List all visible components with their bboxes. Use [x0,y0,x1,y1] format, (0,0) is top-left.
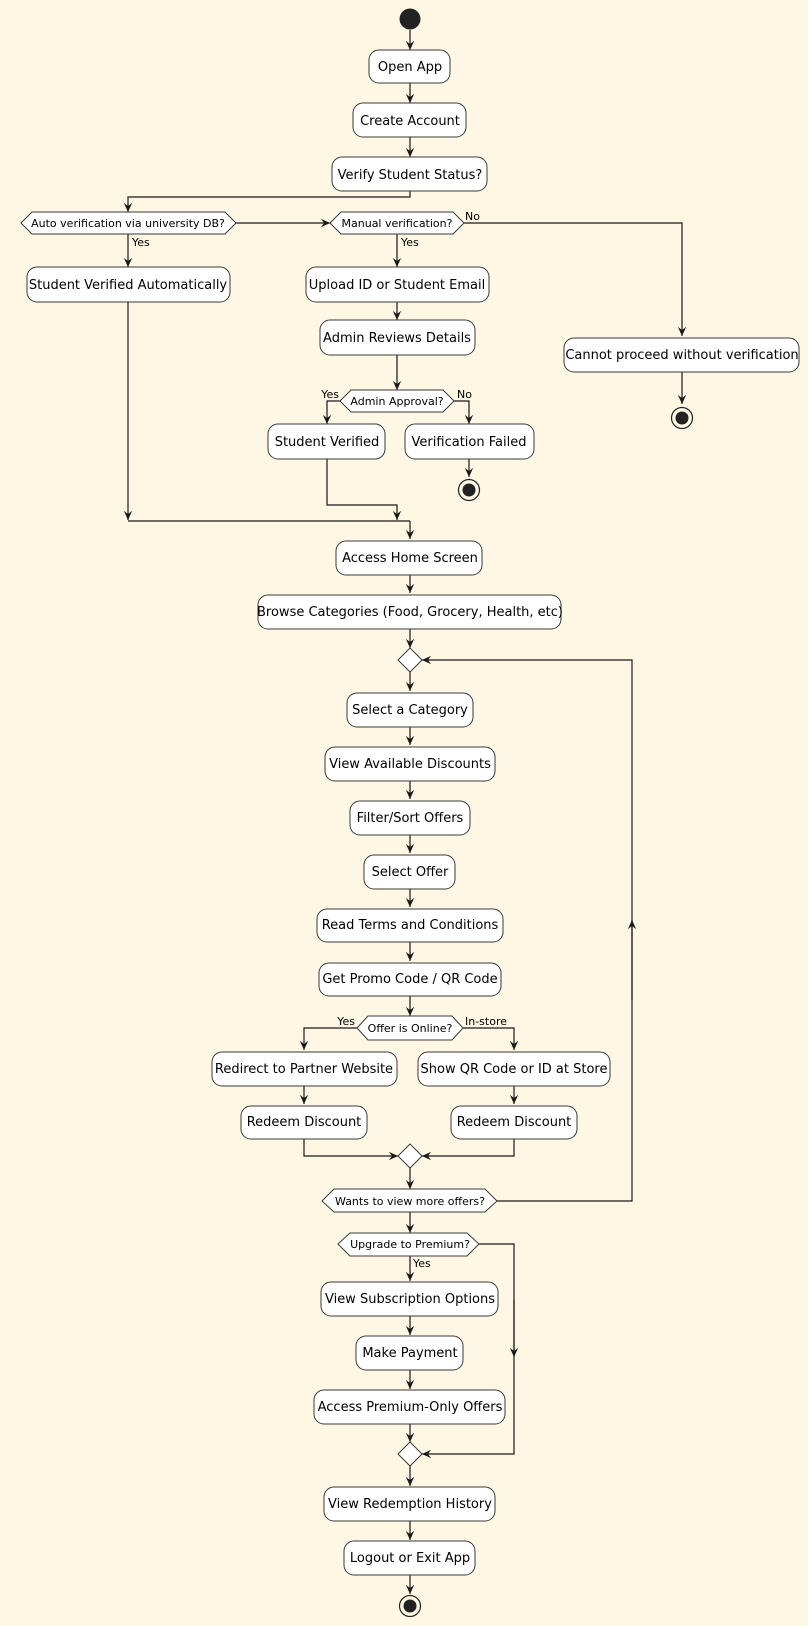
activity-get-promo-label: Get Promo Code / QR Code [322,972,497,987]
edges [123,30,687,1594]
guard-online-yes: Yes [336,1015,355,1028]
edge-approval-no [454,400,474,424]
edge-manual-no [464,222,687,336]
activity-student-verified-label: Student Verified [275,435,380,450]
activity-browse-categories-label: Browse Categories (Food, Grocery, Health… [257,605,563,620]
edge-student-verified-join [326,459,402,520]
activity-redirect-partner: Redirect to Partner Website [211,1051,398,1087]
decision-upgrade-premium-label: Upgrade to Premium? [350,1238,470,1251]
edge-approval-yes [322,400,340,424]
activity-filter-sort: Filter/Sort Offers [349,800,471,836]
activity-view-history-label: View Redemption History [328,1497,492,1512]
activity-access-premium: Access Premium-Only Offers [313,1389,506,1425]
activity-view-discounts: View Available Discounts [324,746,496,782]
guard-auto-yes: Yes [131,236,150,249]
start-node [399,8,421,30]
activity-select-category: Select a Category [346,692,474,728]
guard-admin-no: No [457,388,472,401]
decision-more-offers-label: Wants to view more offers? [335,1195,485,1208]
activity-make-payment: Make Payment [355,1335,464,1371]
activity-create-account-label: Create Account [360,114,460,129]
activity-open-app-label: Open App [378,60,442,75]
decision-manual-verification-label: Manual verification? [342,217,453,230]
activity-open-app: Open App [368,49,451,84]
guard-manual-no: No [465,210,480,223]
decision-more-offers: Wants to view more offers? [321,1188,498,1213]
activity-redeem-store: Redeem Discount [450,1105,578,1140]
activity-select-offer-label: Select Offer [372,865,449,880]
edge-redeem-online-merge [303,1139,398,1161]
end-node-final [398,1594,422,1618]
activity-read-terms: Read Terms and Conditions [316,908,504,943]
edge-online-yes [299,1027,357,1050]
activity-redeem-online-label: Redeem Discount [247,1115,362,1130]
decision-admin-approval-label: Admin Approval? [350,395,443,408]
activity-show-qr-label: Show QR Code or ID at Store [421,1062,608,1077]
activity-student-verified: Student Verified [267,423,386,460]
activity-create-account: Create Account [352,102,467,138]
activity-admin-reviews-label: Admin Reviews Details [323,331,471,346]
activity-verified-automatically-label: Student Verified Automatically [29,278,228,293]
activity-redirect-partner-label: Redirect to Partner Website [215,1062,393,1077]
activity-admin-reviews: Admin Reviews Details [319,319,476,356]
activity-view-subscription-label: View Subscription Options [325,1292,495,1307]
activity-browse-categories: Browse Categories (Food, Grocery, Health… [257,594,563,630]
guard-manual-yes: Yes [400,236,419,249]
activity-redeem-online: Redeem Discount [240,1105,368,1140]
activity-select-category-label: Select a Category [352,703,468,718]
activity-upload-id-label: Upload ID or Student Email [309,278,485,293]
activity-verification-failed-label: Verification Failed [412,435,527,450]
activity-cannot-proceed-label: Cannot proceed without verification [565,348,798,363]
activity-verified-automatically: Student Verified Automatically [26,266,231,303]
activity-make-payment-label: Make Payment [362,1346,457,1361]
activity-cannot-proceed: Cannot proceed without verification [563,337,800,373]
activity-verify-status-label: Verify Student Status? [338,168,483,183]
decision-auto-verification: Auto verification via university DB? [20,211,237,235]
activity-filter-sort-label: Filter/Sort Offers [357,811,464,826]
activity-view-subscription: View Subscription Options [320,1281,499,1317]
activity-show-qr: Show QR Code or ID at Store [417,1051,611,1087]
activity-view-history: View Redemption History [323,1486,496,1522]
decision-auto-verification-label: Auto verification via university DB? [31,217,225,230]
activity-select-offer: Select Offer [363,854,456,890]
edge-online-instore [463,1027,519,1050]
activity-access-home: Access Home Screen [335,540,483,576]
activity-verification-failed: Verification Failed [404,423,535,460]
activity-read-terms-label: Read Terms and Conditions [322,918,499,933]
decision-admin-approval: Admin Approval? [339,389,455,413]
end-node-cannot-proceed [670,406,694,430]
activity-get-promo: Get Promo Code / QR Code [318,962,502,997]
decision-offer-online-label: Offer is Online? [368,1022,453,1035]
activity-upload-id: Upload ID or Student Email [305,266,490,303]
activity-logout-label: Logout or Exit App [350,1551,470,1566]
decision-offer-online: Offer is Online? [356,1015,464,1041]
edge-redeem-store-merge [422,1139,515,1161]
edge-verify-auto [123,191,411,212]
merge-redeem [397,1143,423,1169]
guard-premium-yes: Yes [412,1257,431,1270]
activity-access-premium-label: Access Premium-Only Offers [318,1400,503,1415]
activity-view-discounts-label: View Available Discounts [329,757,491,772]
end-node-verification-failed [457,478,481,502]
activity-verify-status: Verify Student Status? [331,156,488,192]
activity-access-home-label: Access Home Screen [342,551,478,566]
activity-redeem-store-label: Redeem Discount [457,1115,572,1130]
merge-loop-start [397,647,423,673]
guard-online-instore: In-store [465,1015,507,1028]
merge-premium [397,1441,423,1467]
guard-admin-yes: Yes [320,388,339,401]
decision-upgrade-premium: Upgrade to Premium? [337,1232,480,1257]
decision-manual-verification: Manual verification? [329,211,465,235]
activity-logout: Logout or Exit App [343,1540,476,1576]
